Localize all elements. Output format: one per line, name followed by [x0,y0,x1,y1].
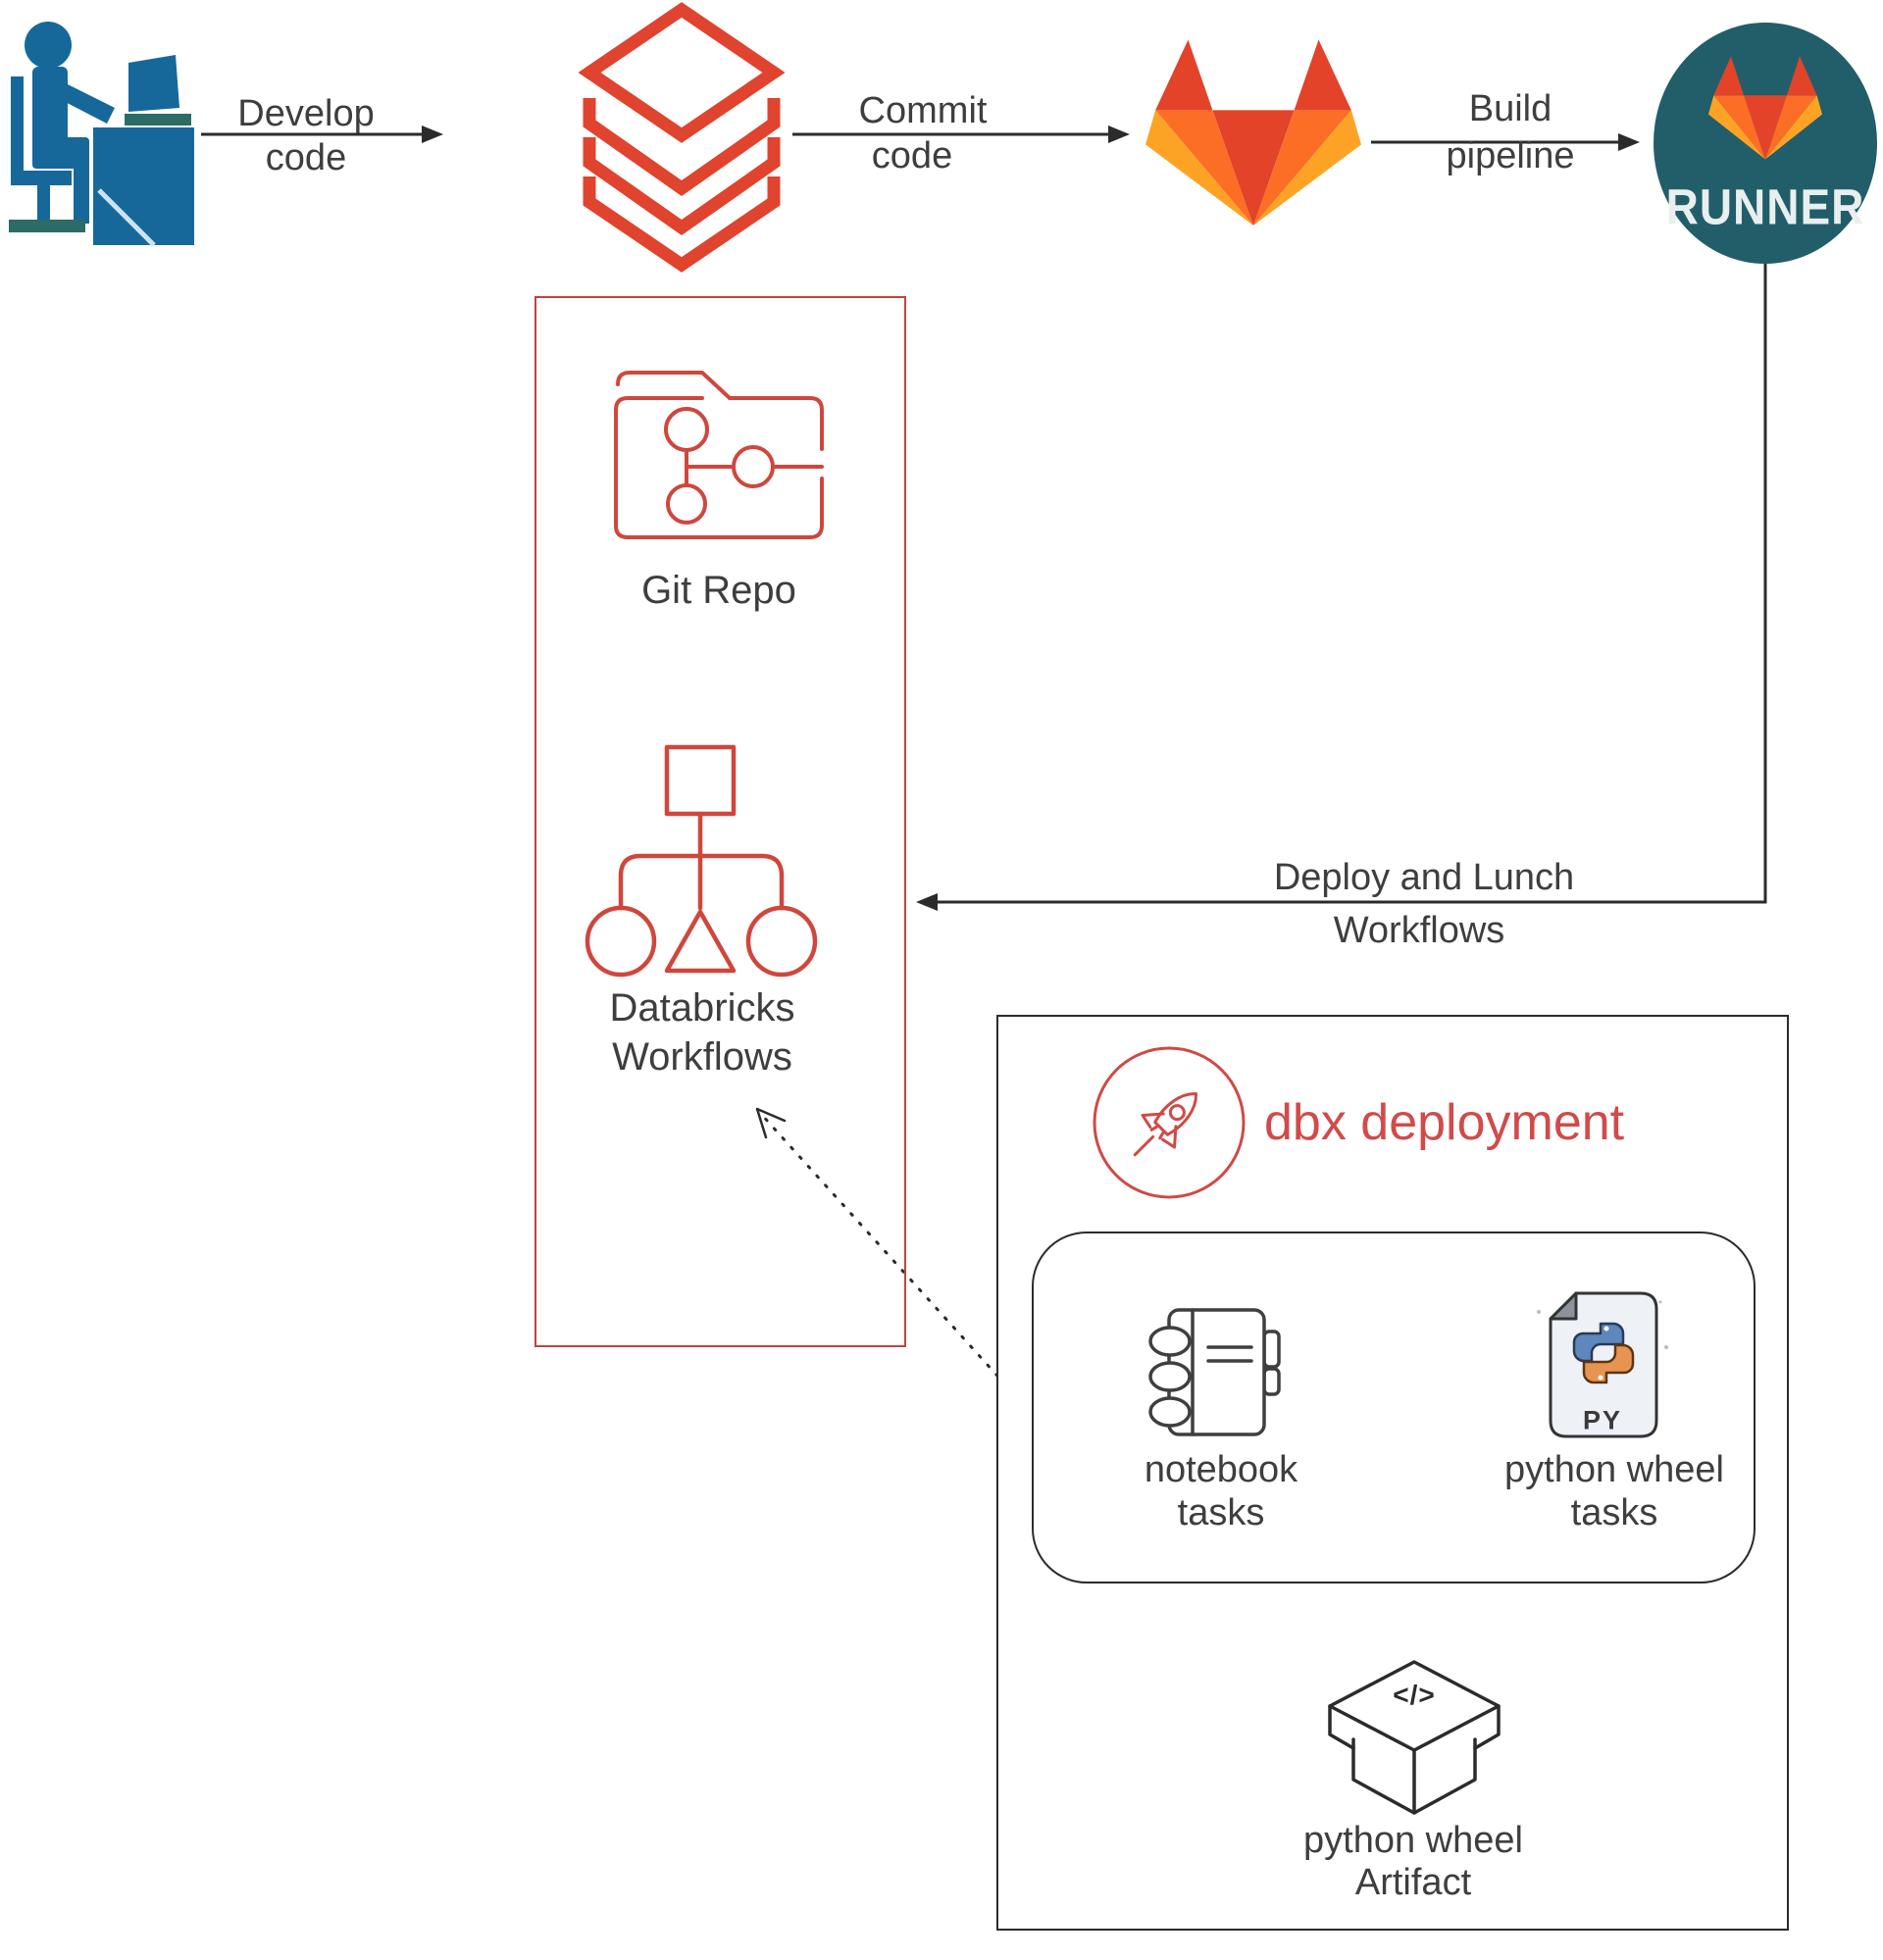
databricks-workflows-label-line1: Databricks [609,986,795,1030]
package-box-icon [1328,1660,1501,1815]
commit-code-label-line1: Commit [858,90,988,132]
build-pipeline-label-line1: Build [1468,88,1552,130]
python-wheel-tasks-label-line1: python wheel [1504,1449,1724,1491]
develop-code-label-line1: Develop [237,93,375,135]
databricks-workflows-label-line2: Workflows [612,1035,792,1079]
git-repo-icon [614,371,824,539]
python-wheel-tasks-label-line2: tasks [1570,1492,1658,1534]
developer-at-desk-icon [9,22,194,247]
runner-label: RUNNER [1665,178,1865,235]
runner-fox-icon [1708,56,1822,160]
develop-code-label-line2: code [265,137,347,179]
python-wheel-artifact-label-line1: python wheel [1303,1820,1523,1862]
build-pipeline-label-line2: pipeline [1446,135,1575,177]
notebook-icon [1148,1308,1281,1436]
databricks-workflows-icon [585,744,818,978]
rocket-icon [1093,1046,1246,1199]
commit-code-label-line2: code [871,135,953,177]
code-glyph-label: </> [1393,1680,1436,1710]
databricks-logo-icon [578,2,786,273]
dbx-deployment-title: dbx deployment [1264,1094,1625,1151]
deploy-workflows-label-line2: Workflows [1333,910,1505,952]
deploy-workflows-label-line1: Deploy and Lunch [1273,857,1575,899]
python-wheel-artifact-label-line2: Artifact [1354,1862,1472,1904]
git-repo-label: Git Repo [641,569,796,612]
git-repo-container-box [534,296,906,1347]
notebook-tasks-label-line2: tasks [1177,1492,1265,1534]
py-badge-label: PY [1582,1405,1623,1435]
notebook-tasks-label-line1: notebook [1144,1449,1298,1491]
python-file-icon [1537,1291,1668,1438]
gitlab-logo-icon [1145,39,1361,226]
